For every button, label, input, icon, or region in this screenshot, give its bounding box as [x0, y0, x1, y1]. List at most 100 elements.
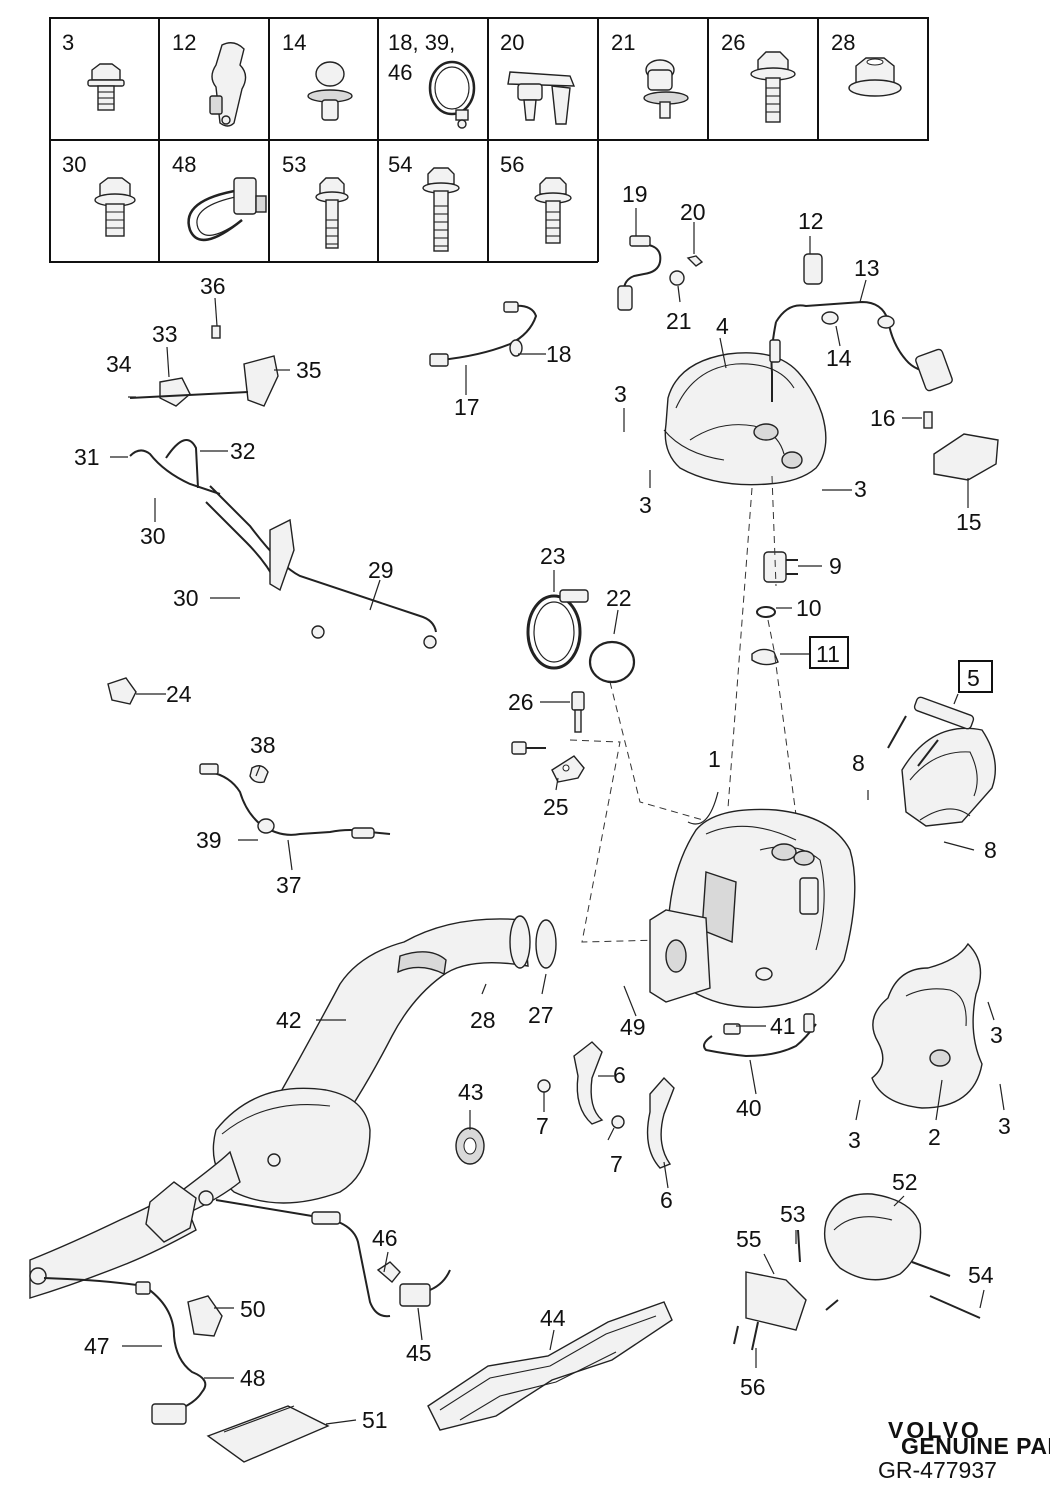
table-cell-label: 12: [172, 30, 196, 55]
callout-1: 1: [708, 746, 721, 772]
cable-clip-icon: [209, 42, 247, 127]
lambda-sensor-upper: [617, 235, 704, 311]
flange-bolt-icon: [534, 177, 572, 244]
table-cell-label: 26: [721, 30, 745, 55]
callout-33: 33: [152, 321, 178, 347]
callout-3: 3: [990, 1022, 1003, 1048]
callout-21: 21: [666, 308, 692, 334]
callout-54: 54: [968, 1262, 994, 1288]
callout-43: 43: [458, 1079, 484, 1105]
wiring-tray: [427, 1301, 673, 1431]
callout-11: 11: [816, 641, 840, 667]
callout-8: 8: [984, 837, 997, 863]
table-cell-label: 18, 39,: [388, 30, 455, 55]
genuine-parts-tagline: GENUINE PARTS: [901, 1433, 1050, 1459]
temperature-sensor-17: [429, 301, 538, 367]
callout-20: 20: [680, 199, 706, 225]
nox-sensor-cable: [215, 1199, 451, 1318]
fasteners-table: 3 12 14 18, 39, 46 20 21 26 28 30 48 53 …: [49, 17, 929, 263]
table-cell-label: 20: [500, 30, 524, 55]
callout-32: 32: [230, 438, 256, 464]
callout-34: 34: [106, 351, 132, 377]
callout-28: 28: [470, 1007, 496, 1033]
sensor-cable-37: [199, 763, 391, 839]
callout-6: 6: [613, 1062, 626, 1088]
retainer-clip-icon: [507, 71, 576, 125]
callout-53: 53: [780, 1201, 806, 1227]
heat-shield-upper: [663, 352, 827, 486]
table-cell-label: 53: [282, 152, 306, 177]
volvo-logo: VOLVO: [888, 1417, 982, 1443]
table-cell-label: 54: [388, 152, 412, 177]
callout-numbers: 1 2 3 3 3 3 3 3 4 5 6 6 7 7 8 8 9 10 11 …: [74, 181, 1011, 1433]
callout-44: 44: [540, 1305, 566, 1331]
hose-clamp-clip-icon: [307, 61, 353, 121]
callout-8: 8: [852, 750, 865, 776]
callout-31: 31: [74, 444, 100, 470]
callout-30: 30: [173, 585, 199, 611]
callout-22: 22: [606, 585, 632, 611]
lower-sensor-cable: [43, 1277, 330, 1463]
callout-24: 24: [166, 681, 192, 707]
callout-19: 19: [622, 181, 648, 207]
callout-38: 38: [250, 732, 276, 758]
callout-25: 25: [543, 794, 569, 820]
callout-35: 35: [296, 357, 322, 383]
table-cell-label: 56: [500, 152, 524, 177]
callout-13: 13: [854, 255, 880, 281]
callout-4: 4: [716, 313, 729, 339]
callout-3: 3: [614, 381, 627, 407]
callout-30: 30: [140, 523, 166, 549]
callout-41: 41: [770, 1013, 796, 1039]
callout-45: 45: [406, 1340, 432, 1366]
intermediate-pipe: [29, 915, 557, 1299]
callout-52: 52: [892, 1169, 918, 1195]
callout-11-box: [809, 636, 849, 669]
callout-46: 46: [372, 1225, 398, 1251]
hose-assembly-left: [107, 325, 437, 705]
brand-block: VOLVO GENUINE PARTS GR-477937: [878, 1417, 1050, 1483]
callout-18: 18: [546, 341, 572, 367]
v-band-clamp: [526, 589, 636, 684]
callout-14: 14: [826, 345, 852, 371]
table-cell-label: 21: [611, 30, 635, 55]
callout-37: 37: [276, 872, 302, 898]
callout-5-box: [958, 660, 993, 693]
callout-48: 48: [240, 1365, 266, 1391]
rubber-hanger: [455, 1127, 485, 1165]
callout-50: 50: [240, 1296, 266, 1322]
callout-51: 51: [362, 1407, 388, 1433]
callout-3: 3: [854, 476, 867, 502]
callout-39: 39: [196, 827, 222, 853]
callout-26: 26: [508, 689, 534, 715]
callout-36: 36: [200, 273, 226, 299]
callout-40: 40: [736, 1095, 762, 1121]
callout-2: 2: [928, 1124, 941, 1150]
exhaust-assembly-drawing: [29, 208, 1005, 1463]
table-cell-label: 30: [62, 152, 86, 177]
harness-upper-right: [769, 253, 999, 481]
callout-29: 29: [368, 557, 394, 583]
flange-bolt-icon: [750, 51, 796, 123]
table-cell-label: 14: [282, 30, 306, 55]
callout-16: 16: [870, 405, 896, 431]
flange-bolt-icon: [87, 63, 125, 111]
callout-3: 3: [639, 492, 652, 518]
callout-3: 3: [848, 1127, 861, 1153]
table-cell-label: 3: [62, 30, 74, 55]
callout-3: 3: [998, 1113, 1011, 1139]
ring-clip-icon: [428, 60, 476, 129]
bolt-and-bracket-25: [511, 691, 585, 783]
callout-10: 10: [796, 595, 822, 621]
callout-6: 6: [660, 1187, 673, 1213]
diagram-reference: GR-477937: [878, 1457, 997, 1483]
leader-lines: [110, 208, 1005, 1425]
callout-17: 17: [454, 394, 480, 420]
long-bolt-icon: [422, 167, 460, 252]
callout-23: 23: [540, 543, 566, 569]
heat-shield-lower: [871, 942, 983, 1109]
callout-12: 12: [798, 208, 824, 234]
callout-7: 7: [610, 1151, 623, 1177]
bracket-assembly-5: [887, 696, 996, 827]
